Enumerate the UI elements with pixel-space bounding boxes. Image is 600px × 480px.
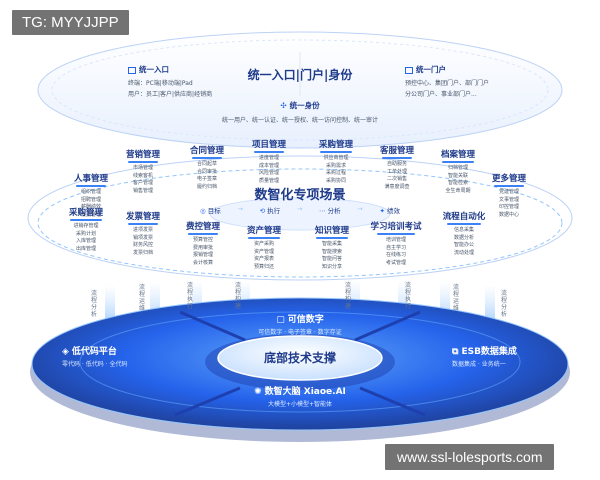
identity-icon: ✣ — [280, 101, 287, 110]
identity-block: ✣统一身份 统一用户、统一认证、统一授权、统一访问控制、统一审计 — [190, 100, 410, 124]
portal-icon — [405, 66, 413, 74]
trusted-block: ▢可信数字 可信数字 · 电子签章 · 数字存证 — [240, 312, 360, 336]
flow-label: 流程执行 — [404, 282, 411, 310]
flow-label: 流程分析 — [500, 290, 507, 318]
esb-sub: 数据集成 · 业务统一 — [452, 361, 506, 368]
identity-line: 统一用户、统一认证、统一授权、统一访问控制、统一审计 — [221, 117, 378, 124]
module-invoice: 发票管理 进项发票销项发票财务风控发票归档 — [118, 210, 168, 257]
watermark-bottom-right: www.ssl-lolesports.com — [385, 444, 555, 470]
module-automation: 流程自动化 信息采集数据分析智能办公流动处理 — [436, 210, 492, 257]
module-project: 项目管理 进度管理成本管理风险管理质量管理 — [244, 138, 294, 185]
entry-title: 统一入口 — [139, 65, 169, 74]
step-execute: ⟲ 执行 — [259, 207, 281, 215]
module-customer-service: 客服管理 自助服务工单处理二次销售满意度调查 — [372, 144, 422, 191]
module-title: 资产管理 — [246, 226, 281, 236]
lowcode-title: 低代码平台 — [71, 347, 117, 357]
entry-block: 统一入口 终端：PC端|移动端|Pad 用户：员工|客户|供应商|经销商 — [128, 64, 238, 98]
flow-label: 流程构建 — [234, 282, 241, 310]
portal-line-1: 预控中心、集团门户、部门门户 — [405, 80, 490, 87]
module-title: 采购管理 — [318, 140, 353, 150]
module-title: 学习培训考试 — [370, 222, 422, 232]
module-title: 费控管理 — [185, 222, 220, 232]
module-title: 客服管理 — [379, 146, 414, 156]
watermark-top-left: TG: MYYJJPP — [12, 10, 129, 35]
ai-sub: 大模型+小模型+智能体 — [267, 401, 333, 408]
execute-icon: ⟲ — [259, 207, 266, 215]
top-title: 统一入口|门户|身份 — [247, 68, 353, 82]
analyze-icon: ⋯ — [319, 207, 326, 215]
performance-icon: ✦ — [379, 207, 385, 215]
module-knowledge: 知识管理 智能采集智能搜索智能问答知识分享 — [306, 224, 358, 271]
portal-title: 统一门户 — [416, 65, 446, 74]
trusted-title: 可信数字 — [287, 315, 324, 325]
entry-line-2: 用户：员工|客户|供应商|经销商 — [128, 91, 213, 98]
ai-brain-icon: ✺ — [254, 387, 262, 397]
middle-ring — [27, 155, 573, 281]
flow-label: 流程执行 — [186, 282, 193, 310]
module-title: 人事管理 — [73, 174, 108, 184]
ai-title: 数智大脑 Xiaoe.AI — [264, 387, 346, 397]
middle-title: 数智化专项场景 — [254, 188, 346, 203]
lowcode-sub: 零代码 · 低代码 · 全代码 — [62, 361, 128, 368]
module-title: 采购管理 — [68, 208, 103, 218]
step-analyze: ⋯ 分析 — [319, 207, 341, 215]
module-title: 合同管理 — [189, 146, 224, 156]
flow-label: 流程构建 — [344, 282, 351, 310]
module-more: 更多管理 党建管理文事管理印控管理数据中心 — [484, 172, 534, 219]
ai-block: ✺数智大脑 Xiaoe.AI 大模型+小模型+智能体 — [225, 384, 375, 408]
module-title: 更多管理 — [491, 174, 526, 184]
module-title: 项目管理 — [251, 140, 286, 150]
module-title: 发票管理 — [125, 212, 160, 222]
module-title: 流程自动化 — [442, 212, 486, 222]
module-archive: 档案管理 归档管理智能关联智能检索全生命周期 — [432, 148, 484, 195]
terminal-icon — [128, 66, 136, 74]
portal-block: 统一门户 预控中心、集团门户、部门门户 分公司门户、事业部门户... — [405, 64, 515, 98]
esb-title: ESB数据集成 — [461, 347, 517, 357]
module-procurement: 采购管理 供应商管理采购需求采购过程采购协同 — [310, 138, 362, 185]
trusted-sub: 可信数字 · 电子签章 · 数字存证 — [258, 329, 342, 336]
step-goal: ◎ 目标 — [200, 207, 221, 215]
lowcode-block: ◈低代码平台 零代码 · 低代码 · 全代码 — [62, 344, 172, 368]
module-marketing: 营销管理 市场管理线索客机客户管理销售管理 — [118, 148, 168, 195]
middle-steps: ◎ 目标 → ⟲ 执行 → ⋯ 分析 → ✦ 绩效 — [200, 205, 400, 215]
module-asset: 资产管理 资产采购资产管理资产报表预算归还 — [238, 224, 290, 271]
integration-icon: ⧉ — [452, 347, 459, 357]
module-contract: 合同管理 合同起草合同审批电子签章履约归档 — [182, 144, 232, 191]
portal-line-2: 分公司门户、事业部门户... — [405, 91, 477, 98]
flow-label: 流程运维 — [452, 284, 459, 312]
base-center-title: 底部技术支撑 — [263, 351, 336, 365]
entry-line-1: 终端：PC端|移动端|Pad — [128, 80, 193, 87]
code-icon: ◈ — [62, 347, 69, 357]
identity-title: 统一身份 — [289, 101, 320, 110]
base-center-plate — [217, 335, 383, 381]
module-title: 档案管理 — [440, 150, 475, 160]
module-expense: 费控管理 预算管控费用审批报销管理会计核算 — [178, 220, 228, 267]
shield-icon: ▢ — [276, 315, 285, 325]
esb-block: ⧉ESB数据集成 数据集成 · 业务统一 — [452, 344, 562, 368]
module-title: 营销管理 — [125, 150, 160, 160]
module-purchase-stock: 采购管理 进销存管理采购计划入库管理出库管理 — [60, 206, 112, 253]
flow-label: 流程运维 — [138, 284, 145, 312]
step-performance: ✦ 绩效 — [379, 207, 400, 215]
target-icon: ◎ — [200, 207, 206, 215]
module-training: 学习培训考试 培训管理自主学习在线练习考试管理 — [364, 220, 428, 267]
module-title: 知识管理 — [314, 226, 349, 236]
module-hr: 人事管理 组织管理招聘管理薪酬绩效假勤管理 — [66, 172, 116, 219]
flow-label: 流程分析 — [90, 290, 97, 318]
